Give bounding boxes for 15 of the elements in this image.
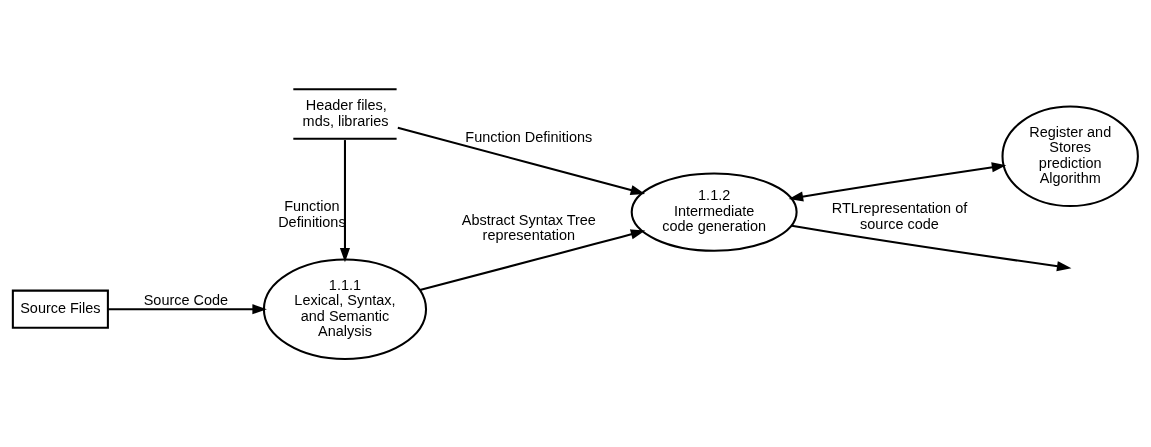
node-ellipse: 1.1.1 Lexical, Syntax, and Semantic Analysis (262, 258, 428, 360)
arrow (419, 229, 646, 291)
node-text: Header files, mds, libraries (302, 97, 389, 129)
node-ellipse: Register and Stores prediction Algorithm (1001, 105, 1139, 208)
arrow (397, 126, 646, 196)
arrow (788, 162, 1007, 202)
edge-label: Abstract Syntax Tree representation (461, 211, 596, 244)
edge-label: Function Definitions (278, 198, 346, 230)
node-box: Source Files (11, 289, 109, 329)
arrow (108, 304, 267, 315)
edge-label: Source Code (143, 292, 229, 309)
edge-label: RTLrepresentation of source code (831, 200, 968, 232)
arrow (339, 140, 351, 263)
edge-label: Function Definitions (465, 129, 593, 146)
arrow (791, 224, 1072, 272)
